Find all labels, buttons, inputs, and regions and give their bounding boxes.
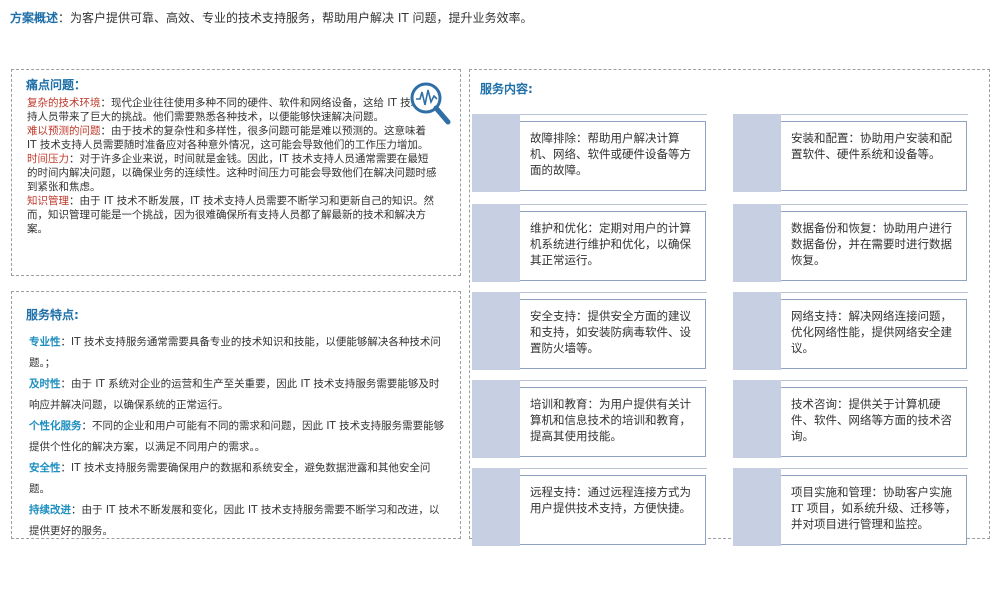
service-card: 项目实施和管理：协助客户实施 IT 项目，如系统升级、迁移等，并对项目进行管理和… (733, 468, 968, 546)
feature-item: 持续改进：由于 IT 技术不断发展和变化，因此 IT 技术支持服务需要不断学习和… (29, 500, 449, 542)
service-features-panel: 服务特点: 专业性：IT 技术支持服务通常需要具备专业的技术知识和技能，以便能够… (11, 291, 461, 539)
pain-item: 难以预测的问题：由于技术的复杂性和多样性，很多问题可能是难以预测的。这意味着 I… (27, 124, 437, 152)
service-text: 数据备份和恢复：协助用户进行数据备份，并在需要时进行数据恢复。 (791, 221, 952, 267)
service-features-title: 服务特点: (26, 308, 79, 322)
service-card: 数据备份和恢复：协助用户进行数据备份，并在需要时进行数据恢复。 (733, 204, 968, 282)
magnifier-chart-icon (410, 82, 451, 125)
feature-term: 及时性 (29, 378, 61, 390)
pain-item: 知识管理：由于 IT 技术不断发展，IT 技术支持人员需要不断学习和更新自己的知… (27, 194, 437, 236)
pain-points-panel: 痛点问题： 复杂的技术环境：现代企业往往使用多种不同的硬件、软件和网络设备，这给… (11, 69, 461, 276)
card-box (520, 121, 706, 191)
card-box (520, 387, 706, 457)
card-block (733, 380, 781, 458)
feature-text: ：由于 IT 技术不断发展和变化，因此 IT 技术支持服务需要不断学习和改进，以… (29, 504, 440, 537)
pain-text: ：对于许多企业来说，时间就是金钱。因此，IT 技术支持人员通常需要在最短的时间内… (27, 153, 437, 193)
feature-item: 及时性：由于 IT 系统对企业的运营和生产至关重要，因此 IT 技术支持服务需要… (29, 374, 449, 416)
card-box (781, 121, 967, 191)
card-box (520, 211, 706, 281)
pain-term: 知识管理 (27, 195, 69, 207)
pain-points-body: 复杂的技术环境：现代企业往往使用多种不同的硬件、软件和网络设备，这给 IT 技术… (27, 96, 437, 236)
card-box (781, 475, 967, 545)
pain-points-title: 痛点问题： (26, 78, 87, 92)
service-text: 网络支持：解决网络连接问题，优化网络性能，提供网络安全建议。 (791, 309, 952, 355)
service-text: 远程支持：通过远程连接方式为用户提供技术支持，方便快捷。 (530, 485, 691, 515)
card-block (472, 292, 520, 370)
service-text: 安装和配置：协助用户安装和配置软件、硬件系统和设备等。 (791, 131, 952, 161)
card-block (472, 114, 520, 192)
service-text: 安全支持：提供安全方面的建议和支持，如安装防病毒软件、设置防火墙等。 (530, 309, 691, 355)
card-block (733, 204, 781, 282)
feature-term: 安全性 (29, 462, 61, 474)
card-box (781, 299, 967, 369)
service-card: 故障排除：帮助用户解决计算机、网络、软件或硬件设备等方面的故障。 (472, 114, 707, 192)
service-card: 网络支持：解决网络连接问题，优化网络性能，提供网络安全建议。 (733, 292, 968, 370)
service-card: 技术咨询：提供关于计算机硬件、软件、网络等方面的技术咨询。 (733, 380, 968, 458)
pain-term: 难以预测的问题 (27, 125, 101, 137)
service-content-panel: 服务内容: 故障排除：帮助用户解决计算机、网络、软件或硬件设备等方面的故障。 安… (469, 69, 990, 546)
service-card: 安装和配置：协助用户安装和配置软件、硬件系统和设备等。 (733, 114, 968, 192)
service-content-title: 服务内容: (480, 82, 533, 96)
solution-summary: 方案概述：为客户提供可靠、高效、专业的技术支持服务，帮助用户解决 IT 问题，提… (10, 10, 533, 26)
card-block (472, 468, 520, 546)
service-card: 远程支持：通过远程连接方式为用户提供技术支持，方便快捷。 (472, 468, 707, 546)
feature-item: 个性化服务：不同的企业和用户可能有不同的需求和问题，因此 IT 技术支持服务需要… (29, 416, 449, 458)
card-box (781, 211, 967, 281)
card-block (733, 114, 781, 192)
card-box (520, 299, 706, 369)
pain-item: 复杂的技术环境：现代企业往往使用多种不同的硬件、软件和网络设备，这给 IT 技术… (27, 96, 437, 124)
card-box (520, 475, 706, 545)
feature-text: ：IT 技术支持服务需要确保用户的数据和系统安全，避免数据泄露和其他安全问题。 (29, 462, 431, 495)
card-block (733, 292, 781, 370)
card-block (472, 204, 520, 282)
service-text: 故障排除：帮助用户解决计算机、网络、软件或硬件设备等方面的故障。 (530, 131, 691, 177)
feature-text: ：由于 IT 系统对企业的运营和生产至关重要，因此 IT 技术支持服务需要能够及… (29, 378, 440, 411)
card-box (781, 387, 967, 457)
service-text: 培训和教育：为用户提供有关计算机和信息技术的培训和教育，提高其使用技能。 (530, 397, 691, 443)
pain-term: 时间压力 (27, 153, 69, 165)
service-text: 项目实施和管理：协助客户实施 IT 项目，如系统升级、迁移等，并对项目进行管理和… (791, 485, 957, 531)
feature-text: ：IT 技术支持服务通常需要具备专业的技术知识和技能，以便能够解决各种技术问题。… (29, 336, 441, 369)
service-card: 安全支持：提供安全方面的建议和支持，如安装防病毒软件、设置防火墙等。 (472, 292, 707, 370)
card-block (472, 380, 520, 458)
service-card: 维护和优化：定期对用户的计算机系统进行维护和优化，以确保其正常运行。 (472, 204, 707, 282)
feature-term: 个性化服务 (29, 420, 82, 432)
pain-item: 时间压力：对于许多企业来说，时间就是金钱。因此，IT 技术支持人员通常需要在最短… (27, 152, 437, 194)
pain-text: ：由于 IT 技术不断发展，IT 技术支持人员需要不断学习和更新自己的知识。然而… (27, 195, 435, 235)
feature-item: 专业性：IT 技术支持服务通常需要具备专业的技术知识和技能，以便能够解决各种技术… (29, 332, 449, 374)
service-card: 培训和教育：为用户提供有关计算机和信息技术的培训和教育，提高其使用技能。 (472, 380, 707, 458)
feature-term: 持续改进 (29, 504, 71, 516)
service-features-body: 专业性：IT 技术支持服务通常需要具备专业的技术知识和技能，以便能够解决各种技术… (29, 332, 449, 542)
service-text: 维护和优化：定期对用户的计算机系统进行维护和优化，以确保其正常运行。 (530, 221, 691, 267)
feature-text: ：不同的企业和用户可能有不同的需求和问题，因此 IT 技术支持服务需要能够提供个… (29, 420, 445, 453)
service-text: 技术咨询：提供关于计算机硬件、软件、网络等方面的技术咨询。 (791, 397, 952, 443)
feature-term: 专业性 (29, 336, 61, 348)
card-block (733, 468, 781, 546)
pain-text: ：由于技术的复杂性和多样性，很多问题可能是难以预测的。这意味着 IT 技术支持人… (27, 125, 429, 151)
pain-text: ：现代企业往往使用多种不同的硬件、软件和网络设备，这给 IT 技术支持人员带来了… (27, 97, 432, 123)
summary-text: ：为客户提供可靠、高效、专业的技术支持服务，帮助用户解决 IT 问题，提升业务效… (58, 11, 533, 25)
summary-label: 方案概述 (10, 11, 59, 25)
feature-item: 安全性：IT 技术支持服务需要确保用户的数据和系统安全，避免数据泄露和其他安全问… (29, 458, 449, 500)
pain-term: 复杂的技术环境 (27, 97, 101, 109)
